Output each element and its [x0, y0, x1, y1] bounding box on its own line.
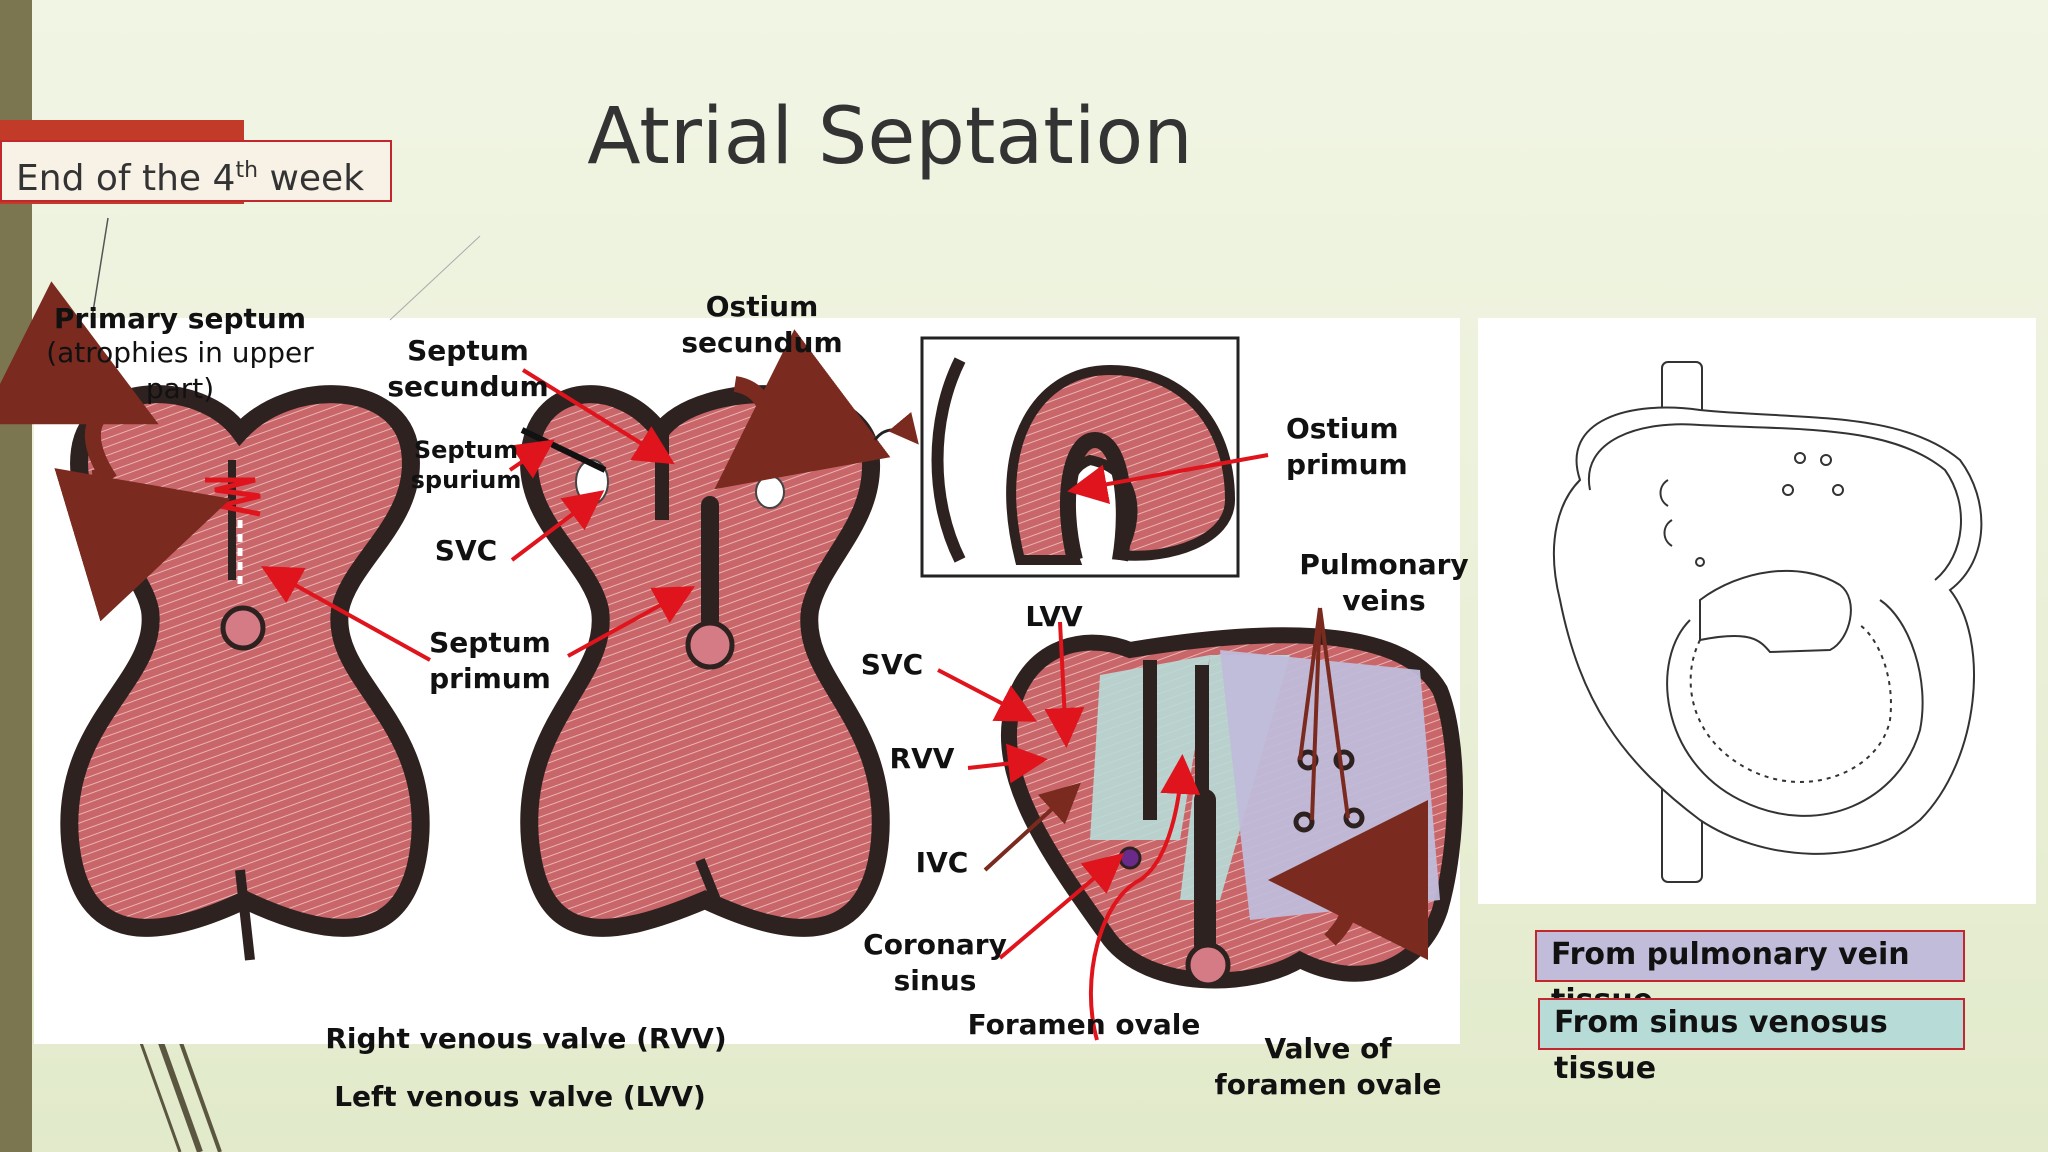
heart-stage-1 — [0, 281, 430, 961]
label-pulmonary-veins-1: Pulmonary — [1299, 548, 1468, 581]
diagram-labels: Primary septum (atrophies in upper part)… — [46, 290, 1468, 1113]
label-foramen-ovale: Foramen ovale — [968, 1008, 1201, 1041]
label-ostium-primum-2: primum — [1286, 448, 1408, 481]
label-svc-1: SVC — [435, 534, 497, 567]
label-ostium-secundum-2: secundum — [681, 326, 842, 359]
label-ivc: IVC — [916, 846, 969, 879]
slide-title: Atrial Septation — [587, 92, 1193, 182]
label-septum-primum-1: Septum — [429, 626, 551, 659]
label-svc-2: SVC — [861, 648, 923, 681]
label-rvv: RVV — [890, 742, 955, 775]
label-valve-foramen-ovale-1: Valve of — [1264, 1032, 1392, 1065]
label-septum-primum-2: primum — [429, 662, 551, 695]
label-rvv-full: Right venous valve (RVV) — [325, 1022, 726, 1055]
label-ostium-primum-1: Ostium — [1286, 412, 1399, 445]
reference-heart-sketch — [1552, 361, 1983, 883]
label-primary-septum: Primary septum — [54, 302, 306, 335]
week-label: End of the 4th week — [0, 140, 392, 202]
label-pulmonary-veins-2: veins — [1342, 584, 1425, 617]
label-primary-septum-note-2: part) — [146, 372, 214, 405]
label-lvv-full: Left venous valve (LVV) — [334, 1080, 706, 1113]
label-septum-spurium-2: spurium — [411, 466, 522, 494]
legend-sinus-venosus-tissue: From sinus venosus tissue — [1538, 998, 1965, 1086]
label-coronary-sinus-2: sinus — [894, 964, 977, 997]
label-primary-septum-note-1: (atrophies in upper — [46, 336, 314, 369]
label-septum-secundum-2: secundum — [387, 370, 548, 403]
label-coronary-sinus-1: Coronary — [863, 928, 1007, 961]
label-septum-secundum-1: Septum — [407, 334, 529, 367]
legend-pulmonary-vein-tissue: From pulmonary vein tissue — [1535, 930, 1965, 1018]
label-valve-foramen-ovale-2: foramen ovale — [1215, 1068, 1442, 1101]
label-lvv: LVV — [1025, 600, 1083, 633]
heart-stage-3 — [1000, 627, 1463, 989]
heart-stage-2 — [520, 329, 891, 937]
ostium-primum-inset — [873, 336, 1240, 578]
label-arrows — [261, 368, 1269, 1041]
label-ostium-secundum-1: Ostium — [706, 290, 819, 323]
label-septum-spurium-1: Septum — [414, 436, 518, 464]
decorative-stripes — [138, 1040, 222, 1152]
